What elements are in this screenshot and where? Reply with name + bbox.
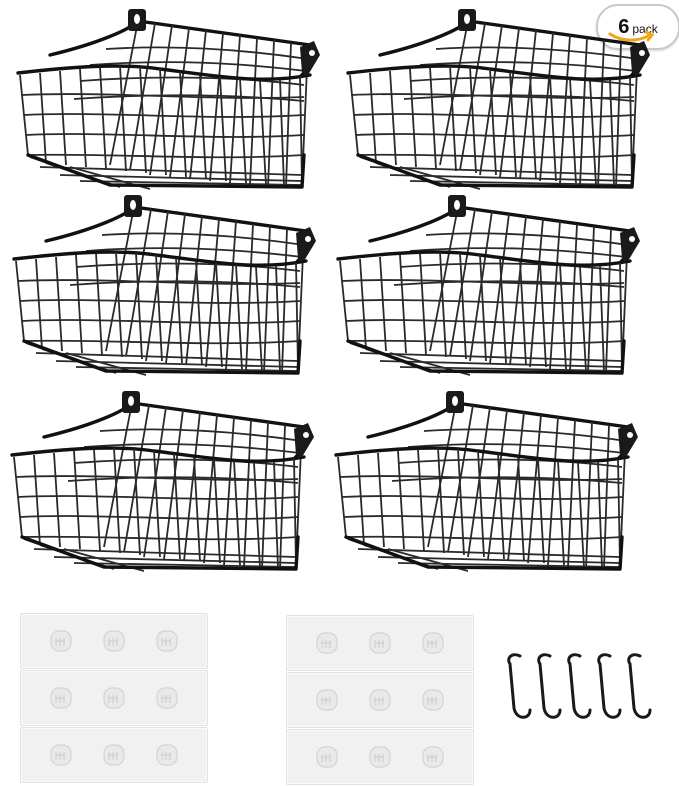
adhesive-strip-icon [316,746,444,768]
adhesive-strip-icon [50,687,178,709]
wire-basket-icon [346,7,652,191]
adhesive-strip-icon [316,689,444,711]
adhesive-strip-6 [286,729,474,785]
adhesive-strip-2 [20,670,208,726]
wire-basket-icon [16,7,322,191]
adhesive-strip-5 [286,672,474,728]
wire-basket-icon [336,193,642,377]
s-hook-icon [597,653,622,719]
wire-basket-3 [6,193,326,396]
adhesive-strip-icon [316,632,444,654]
wire-basket-icon [12,193,318,377]
amazon-smile-icon [608,30,655,42]
wire-basket-icon [10,389,316,573]
s-hook-icon [507,653,532,719]
wire-basket-icon [334,389,640,573]
adhesive-strip-4 [286,615,474,671]
wire-basket-6 [328,389,648,592]
wire-basket-2 [340,7,660,210]
s-hook-icon [537,653,562,719]
adhesive-strip-1 [20,613,208,669]
pack-word: pack [632,21,658,36]
wire-basket-1 [10,7,330,210]
adhesive-strip-3 [20,727,208,783]
pack-count: 6 [618,16,630,38]
wire-basket-4 [330,193,650,396]
s-hook-icon [567,653,592,719]
adhesive-strip-icon [50,630,178,652]
s-hooks-group [507,653,652,719]
adhesive-strip-icon [50,744,178,766]
wire-basket-5 [4,389,324,592]
s-hook-icon [627,653,652,719]
